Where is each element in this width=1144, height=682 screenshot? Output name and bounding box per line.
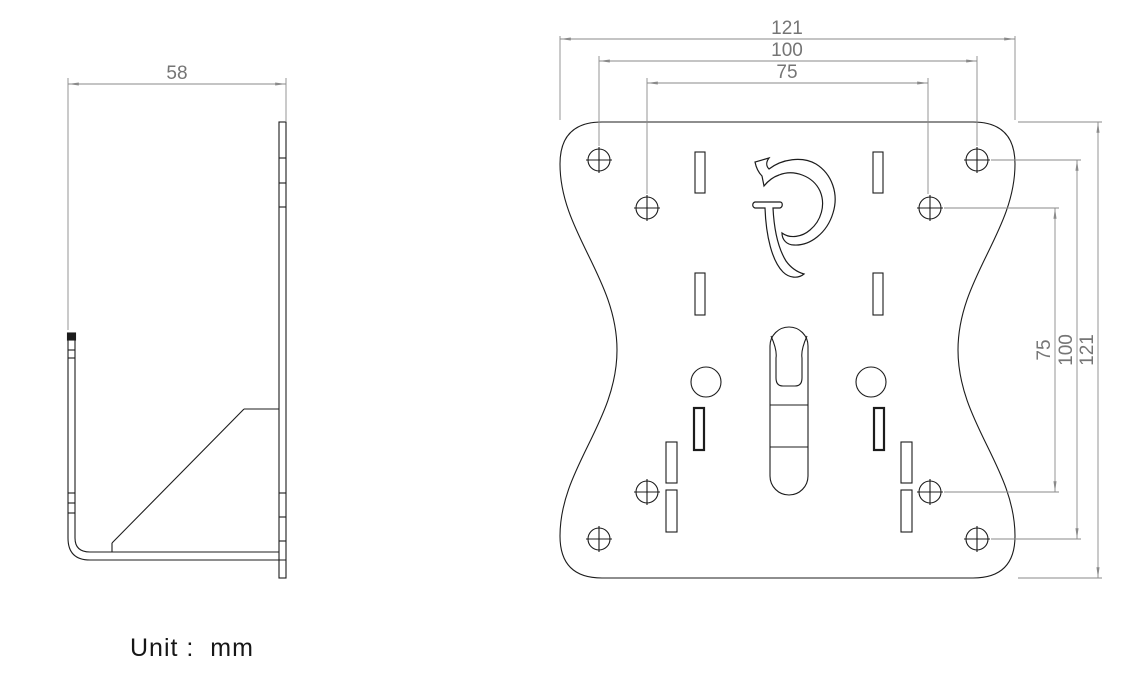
side-bottom-arm [67, 537, 286, 561]
dimension-right-75: 75 [944, 207, 1059, 493]
screw-hole [964, 526, 990, 552]
vent-slot [665, 489, 678, 533]
round-hole [855, 366, 887, 398]
dimension-text-121-top: 121 [771, 18, 803, 39]
keyhole-slot [769, 326, 809, 496]
dimension-top-121: 121 [559, 18, 1016, 120]
dimension-text-75-right: 75 [1034, 339, 1055, 360]
vent-slot [665, 441, 678, 484]
unit-note: Unit : mm [130, 634, 254, 662]
script-p-brand-logo-icon [752, 156, 836, 278]
side-view [66, 121, 287, 579]
vent-slot [694, 151, 706, 194]
screw-hole [964, 147, 990, 173]
vent-slot [872, 151, 884, 194]
side-plate-slot-ticks [279, 157, 286, 542]
vent-slot [872, 272, 884, 316]
screw-hole [634, 479, 660, 505]
screw-hole [586, 147, 612, 173]
dimension-side-width: 58 [67, 63, 287, 330]
vent-slot [900, 441, 913, 484]
dimension-text-75-top: 75 [776, 62, 797, 83]
vent-slots [665, 151, 913, 533]
screw-hole [586, 526, 612, 552]
side-gusset [111, 408, 279, 552]
dimension-text-100-right: 100 [1056, 334, 1077, 366]
side-arm-hook-tip [66, 332, 77, 341]
dimension-top-75: 75 [646, 62, 929, 194]
vent-slot [900, 489, 913, 533]
dimension-text-121-right: 121 [1077, 334, 1098, 366]
vesa-75-holes [634, 195, 943, 505]
dimension-right-121: 121 [1018, 121, 1102, 579]
vent-slot [694, 272, 706, 316]
screw-hole [917, 479, 943, 505]
plate-outline [559, 121, 1016, 579]
tab-slot [872, 406, 886, 452]
dimension-right-100: 100 [991, 159, 1081, 540]
dimension-top-100: 100 [598, 40, 978, 146]
screw-hole [917, 195, 943, 221]
round-hole [690, 366, 722, 398]
front-view [559, 121, 1016, 579]
side-plate-edge [278, 121, 287, 579]
dimension-text-58: 58 [166, 63, 187, 84]
side-front-arm [66, 332, 77, 538]
dimension-text-100-top: 100 [771, 40, 803, 61]
tab-slot [692, 406, 706, 452]
screw-hole [634, 195, 660, 221]
vesa-100-holes [586, 147, 990, 552]
